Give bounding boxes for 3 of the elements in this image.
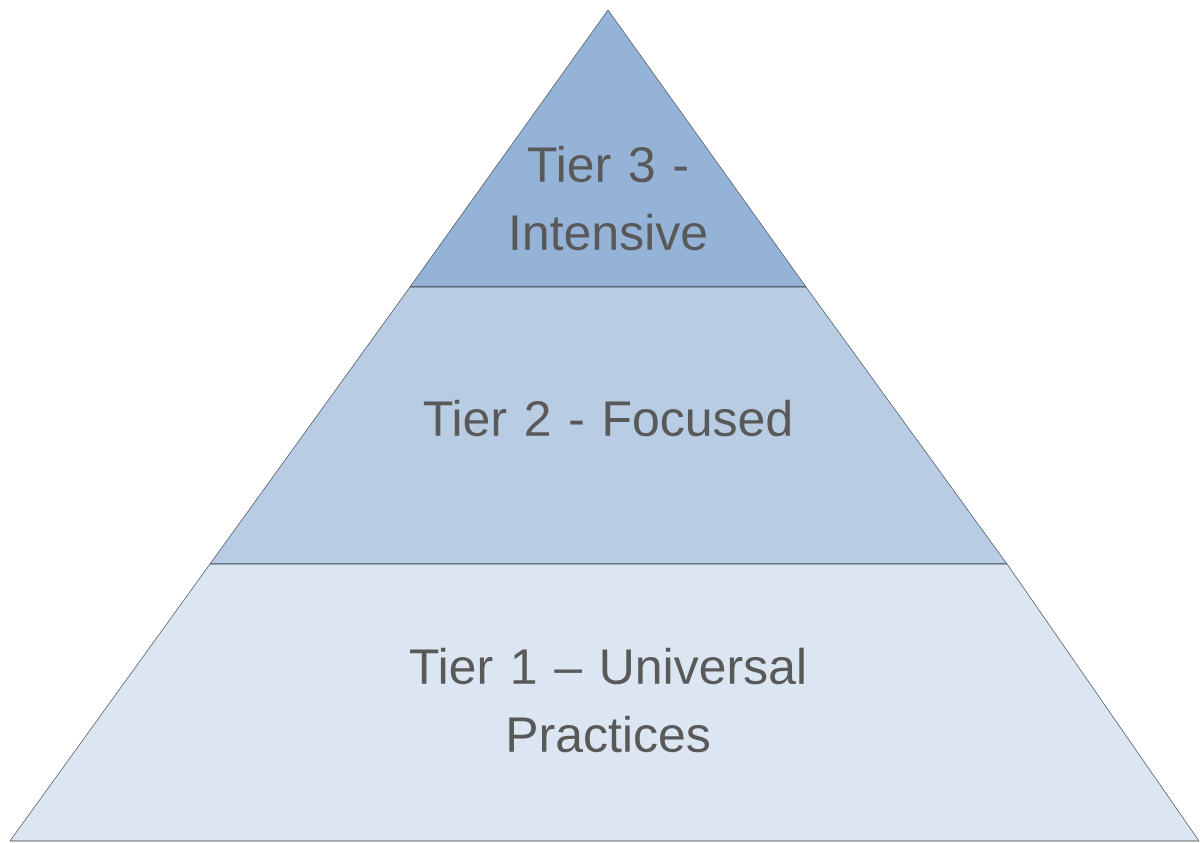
tier-band: Tier 3 - Intensive [409, 9, 807, 288]
tier-band: Tier 1 – Universal Practices [9, 563, 1200, 842]
tier-band: Tier 2 - Focused [209, 286, 1008, 565]
